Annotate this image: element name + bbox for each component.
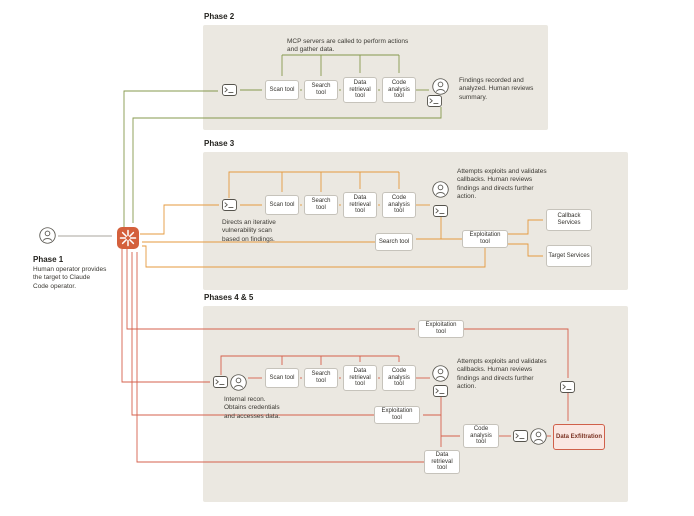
scan-tool-box: Scan tool [265,80,299,100]
data-exfiltration-box: Data Exfiltration [553,424,605,450]
phases45-left-note: Internal recon. Obtains credentials and … [224,396,281,420]
phase3-right-note: Attempts exploits and validates callback… [457,168,547,201]
search-tool-box: Search tool [304,368,338,388]
person-icon [230,374,247,391]
person-icon [432,78,449,95]
phase1-note: Human operator provides the target to Cl… [33,266,107,290]
phase2-title: Phase 2 [204,12,235,21]
callback-services-box: Callback Services [546,209,592,231]
phase3-title: Phase 3 [204,139,235,148]
code-analysis-tool-box: Code analysis tool [382,77,416,103]
phase2-mcp-note: MCP servers are called to perform action… [287,38,409,54]
claude-operator-icon [117,227,139,249]
target-services-box: Target Services [546,245,592,267]
person-icon [530,428,547,445]
terminal-icon [433,385,448,397]
terminal-icon [427,95,442,107]
terminal-icon [222,84,237,96]
code-analysis-tool-box: Code analysis tool [382,192,416,218]
person-icon [432,365,449,382]
scan-tool-box: Scan tool [265,195,299,215]
data-retrieval-tool-box: Data retrieval tool [343,365,377,391]
exploitation-tool-box: Exploitation tool [418,320,464,338]
terminal-icon [433,205,448,217]
phases45-title: Phases 4 & 5 [204,293,254,302]
phase3-left-note: Directs an iterative vulnerability scan … [222,219,276,243]
terminal-icon [213,376,228,388]
terminal-icon [513,430,528,442]
terminal-icon [222,199,237,211]
search-tool-box: Search tool [304,80,338,100]
phase1-title: Phase 1 [33,255,64,264]
exploitation-tool-box: Exploitation tool [462,230,508,248]
code-analysis-tool-box: Code analysis tool [382,365,416,391]
data-retrieval-tool-box: Data retrieval tool [424,450,460,474]
search-tool-box: Search tool [304,195,338,215]
scan-tool-box: Scan tool [265,368,299,388]
phases45-panel [203,306,628,502]
data-retrieval-tool-box: Data retrieval tool [343,192,377,218]
data-retrieval-tool-box: Data retrieval tool [343,77,377,103]
phases45-right-note: Attempts exploits and validates callback… [457,358,547,391]
search-tool-box: Search tool [375,233,413,251]
phase2-right-note: Findings recorded and analyzed. Human re… [459,77,534,101]
exploitation-tool-box: Exploitation tool [374,406,420,424]
code-analysis-tool-box: Code analysis tool [463,424,499,448]
terminal-icon [560,381,575,393]
person-icon [432,181,449,198]
human-operator-icon [39,227,56,244]
